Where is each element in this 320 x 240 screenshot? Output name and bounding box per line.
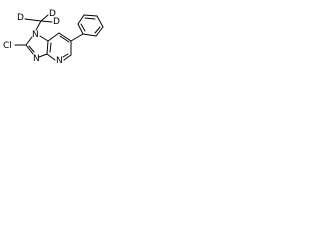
bond-ph-4-5 — [83, 14, 98, 17]
bond-c2-n3 — [25, 44, 34, 55]
bond-ph-6-1 — [77, 23, 84, 35]
bond-c-d2 — [40, 14, 49, 22]
bond-c5-n4 — [63, 54, 72, 61]
bond-n3-c3a — [38, 53, 48, 58]
pyridine-ring — [46, 32, 72, 61]
bond-ph-2-3-double — [94, 26, 101, 34]
atom-n-methyl: N — [32, 30, 39, 40]
bond-ph-6-1-double — [80, 23, 86, 32]
bond-n4-c3a — [46, 53, 56, 61]
structural-formula: N Cl N N D D D — [3, 9, 104, 66]
atom-d2: D — [49, 9, 56, 19]
bond-c7a-c7 — [47, 32, 60, 42]
bond-c6-phenyl — [70, 33, 84, 42]
atom-n-imidazole: N — [33, 54, 40, 64]
bond-c-d3 — [40, 20, 53, 23]
bond-c2-n3-double — [28, 45, 35, 53]
atom-d3: D — [53, 17, 60, 27]
bond-c-d1 — [24, 18, 42, 22]
bond-ph-2-3 — [95, 26, 104, 37]
atom-d1: D — [17, 13, 24, 23]
methyl-group — [24, 14, 53, 31]
phenyl-ring — [70, 14, 104, 42]
bond-c7-c6 — [58, 32, 72, 42]
atom-cl: Cl — [3, 41, 12, 51]
bond-c3a-c7a — [46, 40, 49, 55]
bond-n1-c2 — [25, 36, 33, 46]
bond-c5-n4-double — [62, 53, 69, 58]
imidazole-ring — [25, 35, 49, 58]
bond-ph-1-2 — [82, 33, 97, 37]
bond-ph-4-5-double — [84, 17, 96, 20]
bond-ph-3-4 — [96, 15, 104, 28]
bond-c7a-n1 — [39, 35, 49, 42]
bond-ph-5-6 — [77, 14, 85, 25]
bond-n-methylcarbon — [35, 20, 42, 31]
bond-c7-c6-double — [59, 35, 70, 43]
bond-c3a-c7a-double — [49, 42, 52, 53]
atom-n-pyridine: N — [56, 56, 63, 66]
